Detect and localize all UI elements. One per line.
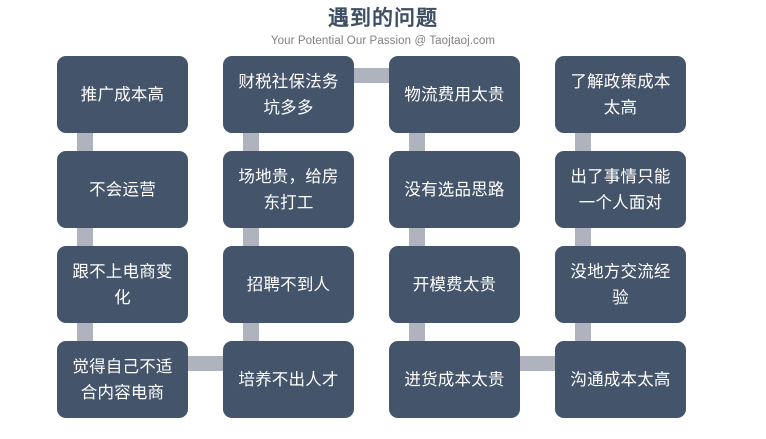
connector-horizontal-c3r4-c4r4 — [519, 356, 555, 371]
problem-label: 不会运营 — [89, 180, 156, 199]
problem-label: 进货成本太贵 — [404, 370, 505, 389]
connector-vertical-c4r1-c4r2 — [575, 133, 591, 151]
problem-box-c3r3[interactable]: 开模费太贵 — [389, 246, 520, 323]
problem-label: 没地方交流经验 — [570, 262, 671, 307]
problem-label: 没有选品思路 — [404, 180, 505, 199]
connector-vertical-c4r2-c4r3 — [575, 228, 591, 246]
problem-box-c4r2[interactable]: 出了事情只能一个人面对 — [555, 151, 686, 228]
slide-header: 遇到的问题 Your Potential Our Passion @ Taojt… — [0, 6, 766, 49]
connector-horizontal-c1r4-c2r4 — [187, 356, 223, 371]
connector-vertical-c4r3-c4r4 — [575, 323, 591, 341]
problem-label: 出了事情只能一个人面对 — [570, 167, 671, 212]
connector-vertical-c2r1-c2r2 — [243, 133, 259, 151]
problem-label: 推广成本高 — [80, 85, 165, 104]
problem-label: 开模费太贵 — [412, 275, 497, 294]
problem-label: 培养不出人才 — [238, 370, 339, 389]
problem-box-c2r1[interactable]: 财税社保法务坑多多 — [223, 56, 354, 133]
connector-vertical-c3r2-c3r3 — [409, 228, 425, 246]
problem-box-c4r4[interactable]: 沟通成本太高 — [555, 341, 686, 418]
page-title: 遇到的问题 — [328, 7, 438, 30]
problem-box-c1r1[interactable]: 推广成本高 — [57, 56, 188, 133]
problem-label: 招聘不到人 — [246, 275, 331, 294]
problem-label: 跟不上电商变化 — [72, 262, 173, 307]
problem-box-c4r1[interactable]: 了解政策成本太高 — [555, 56, 686, 133]
page-subtitle: Your Potential Our Passion @ Taojtaoj.co… — [270, 35, 496, 47]
problem-label: 沟通成本太高 — [570, 370, 671, 389]
problem-label: 了解政策成本太高 — [570, 72, 671, 117]
problem-box-c2r4[interactable]: 培养不出人才 — [223, 341, 354, 418]
problem-label: 物流费用太贵 — [404, 85, 505, 104]
problem-box-c2r2[interactable]: 场地贵，给房东打工 — [223, 151, 354, 228]
connector-vertical-c2r3-c2r4 — [243, 323, 259, 341]
problem-label: 财税社保法务坑多多 — [238, 72, 339, 117]
problem-box-c1r4[interactable]: 觉得自己不适合内容电商 — [57, 341, 188, 418]
connector-vertical-c1r1-c1r2 — [77, 133, 93, 151]
problem-matrix: 推广成本高 不会运营 跟不上电商变化 觉得自己不适合内容电商 财税社保法务坑多多… — [0, 55, 766, 439]
problem-label: 觉得自己不适合内容电商 — [72, 357, 173, 402]
connector-vertical-c1r2-c1r3 — [77, 228, 93, 246]
problem-box-c3r2[interactable]: 没有选品思路 — [389, 151, 520, 228]
problem-box-c3r4[interactable]: 进货成本太贵 — [389, 341, 520, 418]
connector-vertical-c3r1-c3r2 — [409, 133, 425, 151]
connector-horizontal-c2r1-c3r1 — [353, 68, 389, 83]
problem-box-c3r1[interactable]: 物流费用太贵 — [389, 56, 520, 133]
problem-box-c4r3[interactable]: 没地方交流经验 — [555, 246, 686, 323]
problem-box-c1r3[interactable]: 跟不上电商变化 — [57, 246, 188, 323]
problem-box-c2r3[interactable]: 招聘不到人 — [223, 246, 354, 323]
connector-vertical-c1r3-c1r4 — [77, 323, 93, 341]
connector-vertical-c3r3-c3r4 — [409, 323, 425, 341]
problem-label: 场地贵，给房东打工 — [238, 167, 339, 212]
problem-box-c1r2[interactable]: 不会运营 — [57, 151, 188, 228]
connector-vertical-c2r2-c2r3 — [243, 228, 259, 246]
